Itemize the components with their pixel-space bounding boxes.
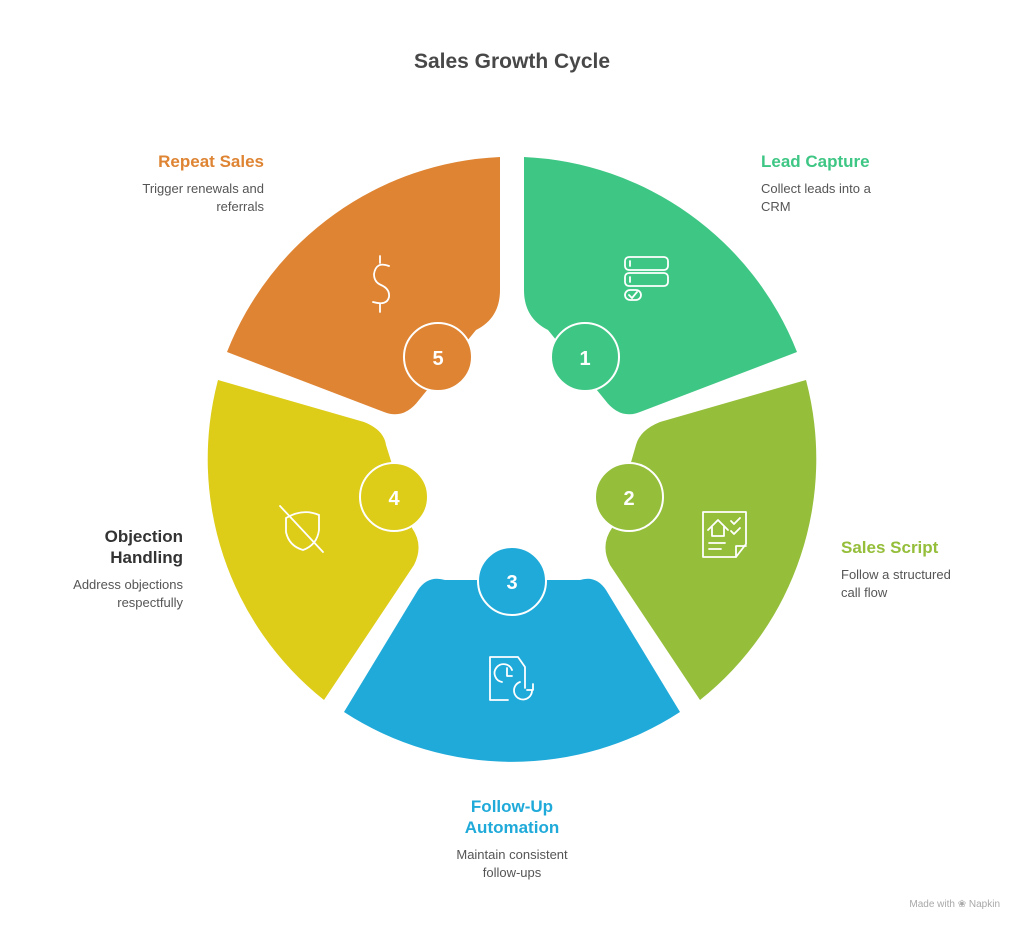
- step-1-description-line2: CRM: [761, 199, 791, 214]
- step-4-title-line2: Handling: [110, 548, 183, 567]
- step-4-description: Address objections respectfully: [0, 576, 183, 612]
- step-2-title: Sales Script: [841, 538, 939, 557]
- step-2-description-line1: Follow a structured: [841, 567, 951, 582]
- napkin-watermark: Made with ❀ Napkin: [909, 899, 1000, 910]
- shield-off-icon: [279, 505, 324, 553]
- step-1-title: Lead Capture: [761, 152, 870, 171]
- step-2-badge: [594, 462, 664, 532]
- form-checklist-icon: [624, 256, 669, 301]
- step-4-badge: [359, 462, 429, 532]
- step-5-number: 5: [432, 348, 443, 370]
- script-document-icon: [702, 511, 747, 558]
- step-2-number: 2: [623, 488, 634, 510]
- step-2-description-line2: call flow: [841, 585, 888, 600]
- step-5-badge: [403, 322, 473, 392]
- step-5-description: Trigger renewals and referrals: [64, 180, 264, 216]
- step-1-label: Lead Capture Collect leads into a CRM: [761, 151, 961, 216]
- step-3-title-line2: Automation: [464, 818, 560, 837]
- step-4-title: Objection Handling: [0, 526, 183, 568]
- step-3-description-line1: Maintain consistent: [456, 847, 568, 862]
- step-3-badge: [477, 546, 547, 616]
- dollar-icon: [372, 255, 390, 313]
- step-2-label: Sales Script Follow a structured call fl…: [841, 537, 1024, 602]
- step-5-label: Repeat Sales Trigger renewals and referr…: [64, 151, 264, 216]
- step-3-label: Follow-Up Automation Maintain consistent…: [412, 796, 612, 882]
- segment-objection-handling[interactable]: [207, 380, 419, 700]
- step-1-badge: [550, 322, 620, 392]
- segment-sales-script[interactable]: [605, 380, 817, 700]
- step-4-description-line1: Address objections: [73, 577, 183, 592]
- step-4-description-line2: respectfully: [117, 595, 183, 610]
- step-4-title-line1: Objection: [104, 527, 183, 546]
- step-3-description-line2: follow-ups: [482, 865, 542, 880]
- step-1-description-line1: Collect leads into a: [761, 181, 871, 196]
- step-5-description-line2: referrals: [216, 199, 264, 214]
- step-3-title: Follow-Up Automation: [412, 796, 612, 838]
- step-3-title-line1: Follow-Up: [470, 797, 554, 816]
- step-4-number: 4: [388, 488, 400, 510]
- diagram-title: Sales Growth Cycle: [413, 50, 611, 73]
- step-3-description: Maintain consistent follow-ups: [412, 846, 612, 882]
- step-5-title: Repeat Sales: [158, 152, 264, 171]
- scheduled-document-icon: [489, 656, 534, 701]
- step-3-number: 3: [506, 572, 517, 594]
- step-2-description: Follow a structured call flow: [841, 566, 1024, 602]
- step-1-description: Collect leads into a CRM: [761, 180, 961, 216]
- step-4-label: Objection Handling Address objections re…: [0, 526, 183, 612]
- step-5-description-line1: Trigger renewals and: [142, 181, 264, 196]
- step-1-number: 1: [579, 348, 590, 370]
